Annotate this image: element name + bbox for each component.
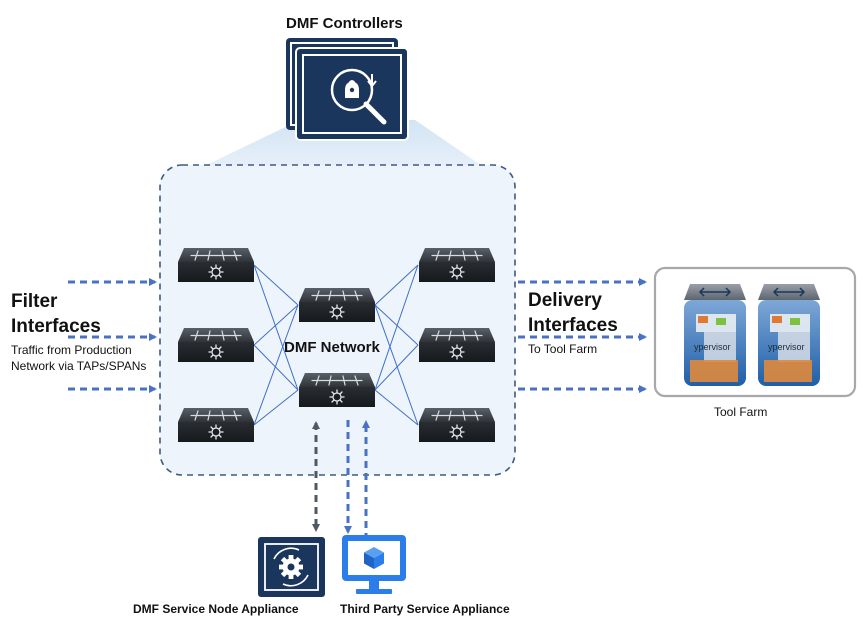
hypervisor-server-icon: ypervisor: [684, 284, 746, 386]
service-node-icon: [258, 537, 325, 597]
switch-core-top: [298, 287, 376, 323]
delivery-interfaces-title-line1: Delivery: [528, 290, 602, 311]
filter-interfaces-title-line1: Filter: [11, 291, 58, 312]
switch-delivery-top: [418, 247, 496, 283]
dmf-network-label: DMF Network: [284, 339, 380, 356]
switch-filter-middle: [177, 327, 255, 363]
cube-monitor-icon: [364, 547, 384, 569]
filter-interfaces-title-line2: Interfaces: [11, 316, 101, 337]
switch-filter-bottom: [177, 407, 255, 443]
switch-core-bottom: [298, 372, 376, 408]
filter-interfaces-subtitle-line1: Traffic from Production: [11, 343, 132, 357]
switch-delivery-middle: [418, 327, 496, 363]
service-node-label: DMF Service Node Appliance: [133, 602, 299, 616]
filter-interfaces-subtitle-line2: Network via TAPs/SPANs: [11, 359, 147, 373]
gear-icon: [273, 547, 309, 587]
third-party-appliance-icon: [342, 535, 406, 594]
mesh-links: [253, 264, 419, 426]
dmf-controllers-icon: [286, 38, 409, 141]
svg-text:ypervisor: ypervisor: [768, 342, 805, 352]
svg-text:ypervisor: ypervisor: [694, 342, 731, 352]
delivery-interfaces-title-line2: Interfaces: [528, 315, 618, 336]
delivery-interfaces-subtitle: To Tool Farm: [528, 342, 598, 356]
hypervisor-server-icon: ypervisor: [758, 284, 820, 386]
switch-filter-top: [177, 247, 255, 283]
security-search-icon: [330, 68, 387, 125]
tool-farm-label: Tool Farm: [714, 405, 768, 419]
third-party-label: Third Party Service Appliance: [340, 602, 510, 616]
dmf-controllers-title: DMF Controllers: [286, 15, 403, 32]
switch-delivery-bottom: [418, 407, 496, 443]
